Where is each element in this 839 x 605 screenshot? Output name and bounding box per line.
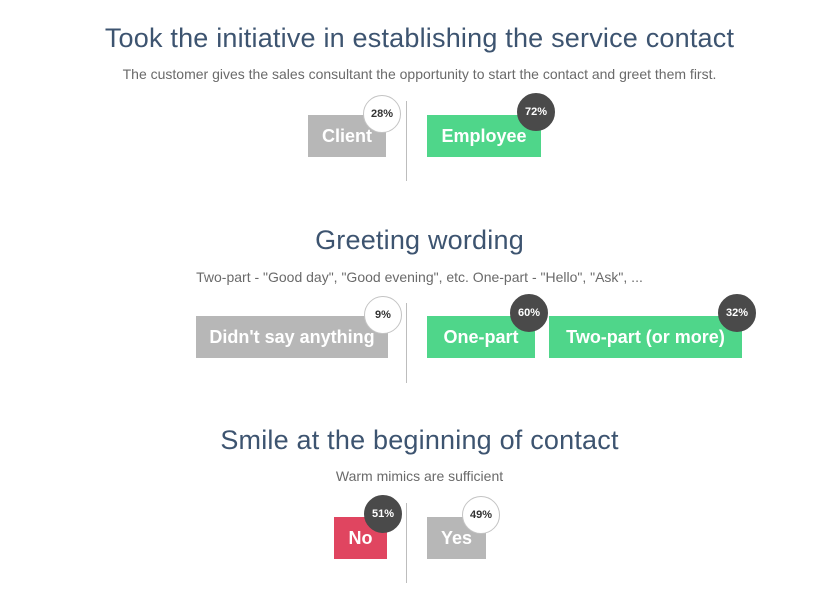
percent-badge-one-part: 60% bbox=[510, 294, 548, 332]
option-label: Two-part (or more) bbox=[566, 326, 725, 347]
option-didnt-say-anything[interactable]: Didn't say anything bbox=[196, 316, 388, 358]
section-1-divider bbox=[406, 101, 407, 181]
percent-badge-yes: 49% bbox=[462, 496, 500, 534]
percent-badge-didnt-say-anything: 9% bbox=[364, 296, 402, 334]
percent-badge-client: 28% bbox=[363, 95, 401, 133]
section-2-divider bbox=[406, 303, 407, 383]
section-3-title: Smile at the beginning of contact bbox=[220, 425, 619, 455]
percent-badge-two-part: 32% bbox=[718, 294, 756, 332]
section-1-subtitle: The customer gives the sales consultant … bbox=[122, 66, 717, 82]
option-label: One-part bbox=[443, 326, 519, 347]
section-2-subtitle: Two-part - "Good day", "Good evening", e… bbox=[196, 269, 643, 285]
section-3-divider bbox=[406, 503, 407, 583]
percent-badge-no: 51% bbox=[364, 495, 402, 533]
option-label: Yes bbox=[440, 527, 473, 548]
option-two-part[interactable]: Two-part (or more) bbox=[549, 316, 742, 358]
option-label: Didn't say anything bbox=[209, 326, 375, 347]
section-1-title: Took the initiative in establishing the … bbox=[104, 23, 735, 53]
option-label: No bbox=[348, 527, 373, 548]
section-3-subtitle: Warm mimics are sufficient bbox=[335, 468, 504, 484]
option-label: Employee bbox=[441, 125, 527, 146]
section-2-title: Greeting wording bbox=[315, 225, 524, 255]
option-employee[interactable]: Employee bbox=[427, 115, 541, 157]
option-label: Client bbox=[321, 125, 372, 146]
option-yes[interactable]: Yes bbox=[427, 517, 486, 559]
option-one-part[interactable]: One-part bbox=[427, 316, 535, 358]
percent-badge-employee: 72% bbox=[517, 93, 555, 131]
